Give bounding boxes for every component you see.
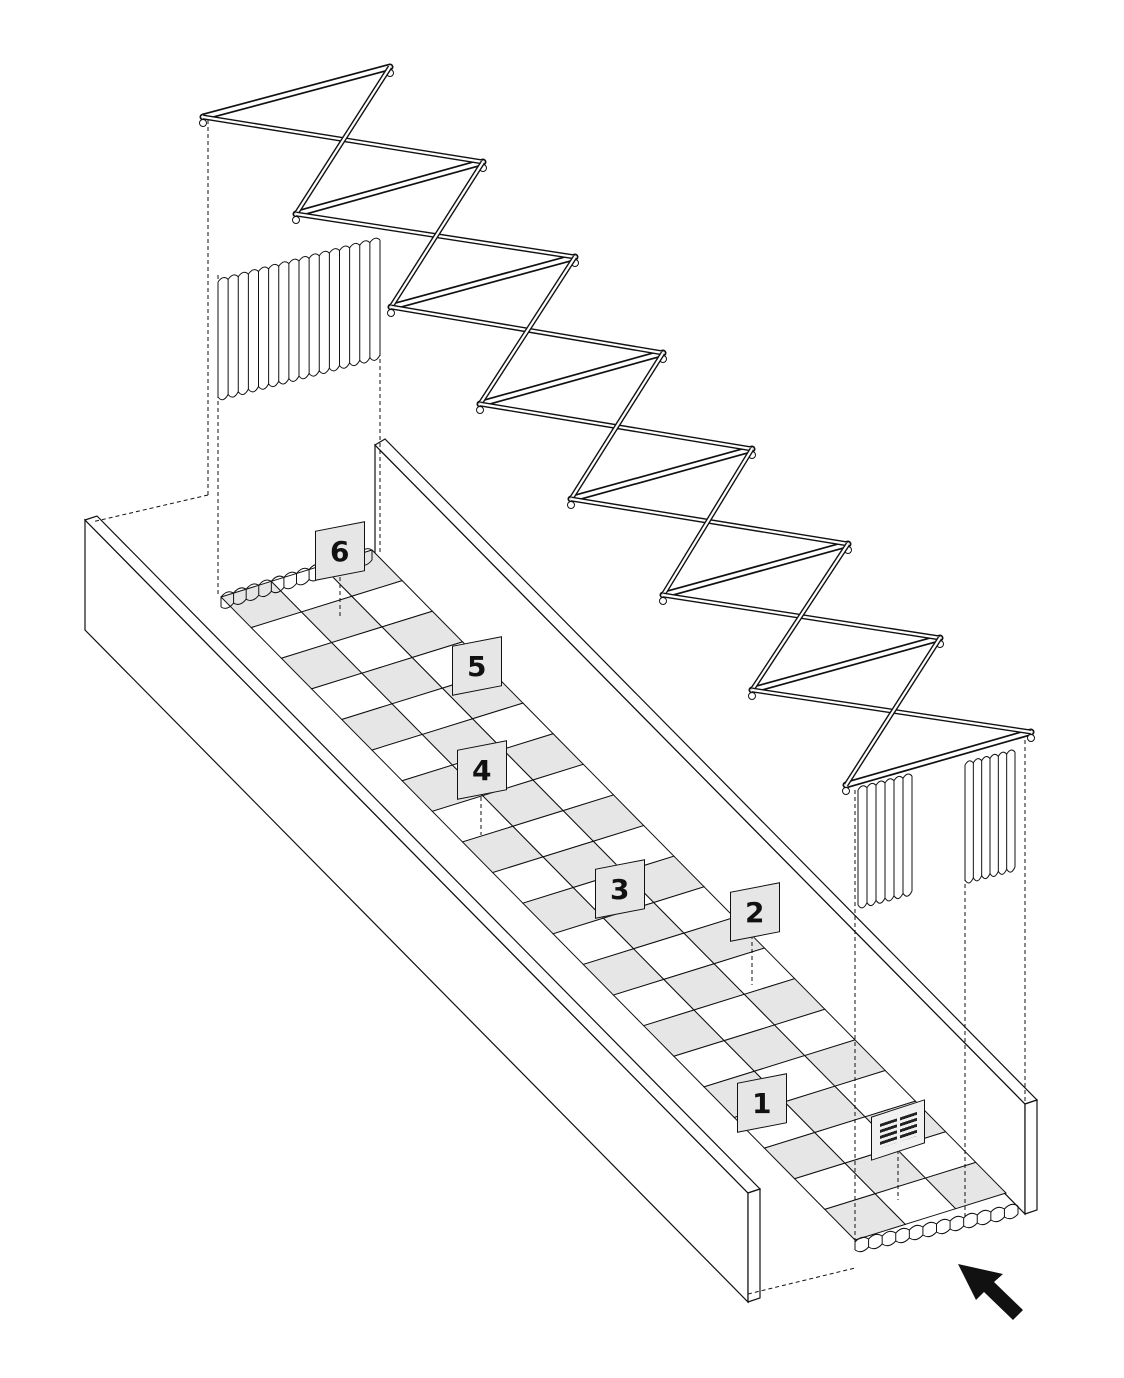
truss-joint [476, 406, 484, 414]
truss-rod-inner [390, 161, 484, 308]
marker-5: 5 [452, 636, 502, 696]
marker-6: 6 [315, 521, 365, 581]
truss-beam-inner [661, 542, 850, 597]
truss-rod-inner [845, 637, 941, 786]
truss-rod-inner [479, 256, 576, 405]
marker-3: 3 [595, 859, 645, 919]
zigzag-truss [199, 63, 1035, 795]
truss-joint [842, 787, 850, 795]
marker-2: 2 [730, 882, 780, 942]
projection-line [91, 494, 209, 523]
marker-1: 1 [737, 1073, 787, 1133]
truss-rod-inner [662, 448, 753, 596]
truss-beam-inner [389, 255, 577, 309]
truss-joint [748, 692, 756, 700]
truss-joint [199, 119, 207, 127]
checkered-floor [220, 549, 1007, 1241]
truss-rod-inner [570, 352, 664, 500]
truss-beam-inner [569, 447, 754, 501]
truss-beam-inner [294, 160, 485, 216]
truss-beam-inner [750, 636, 942, 692]
arrow-head [958, 1264, 1023, 1320]
truss-joint [567, 501, 575, 509]
truss-beam-inner [844, 730, 1033, 787]
truss-joint [659, 597, 667, 605]
left-wall [83, 515, 762, 1304]
truss-beam-inner [478, 351, 665, 406]
entrance-arrow-icon [958, 1264, 1023, 1320]
curtains [217, 237, 1019, 1253]
wall-end [747, 1188, 761, 1303]
truss-joint [292, 216, 300, 224]
wall-end [1024, 1099, 1038, 1215]
truss-joint [387, 309, 395, 317]
truss-beam-inner [201, 65, 392, 119]
marker-4: 4 [457, 740, 507, 800]
truss-joint [1027, 734, 1035, 742]
truss-rod-inner [295, 66, 391, 215]
projection-line [747, 1267, 856, 1295]
right-wall [374, 438, 1039, 1216]
truss-rod-inner [751, 543, 849, 691]
floor-tile [924, 1161, 1007, 1210]
